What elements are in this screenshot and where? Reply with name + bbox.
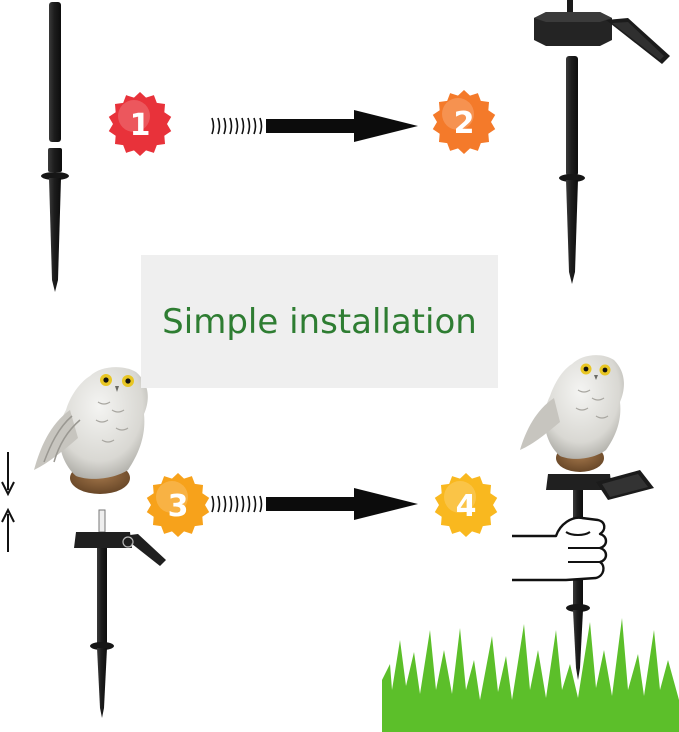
owl-eyes xyxy=(580,363,611,376)
arrow-down-icon xyxy=(1,452,15,497)
stake-spike xyxy=(49,178,61,292)
owl-eyes xyxy=(100,374,134,387)
owl-body xyxy=(544,355,624,459)
top-post xyxy=(567,0,573,14)
stake-spike xyxy=(573,610,583,680)
stake-head xyxy=(74,532,132,548)
speed-lines xyxy=(211,117,263,135)
step1-stake-parts xyxy=(41,2,69,292)
step-number: 1 xyxy=(130,108,151,143)
solar-arm xyxy=(122,534,166,566)
badge-seal xyxy=(434,473,498,537)
owl-wing xyxy=(34,410,78,470)
step-2-badge: 2 xyxy=(432,90,496,154)
grass xyxy=(382,618,679,732)
step-4-badge: 4 xyxy=(434,473,498,537)
stake-collar xyxy=(41,172,69,180)
badge-seal xyxy=(108,92,172,156)
step3-owl-figurine xyxy=(34,367,148,494)
step-number: 3 xyxy=(168,489,189,524)
step-number: 2 xyxy=(454,106,475,141)
stake-collar xyxy=(90,642,114,650)
step2-solar-light xyxy=(534,0,670,284)
step3-stake-with-head xyxy=(74,509,166,718)
badge-highlight xyxy=(442,98,474,130)
arrow-up-icon xyxy=(1,507,15,552)
page-title: Simple installation xyxy=(162,301,477,342)
badge-highlight xyxy=(118,100,150,132)
stake-upper-tube xyxy=(49,2,61,142)
arrow-3-to-4 xyxy=(211,488,418,520)
badge-highlight xyxy=(444,481,476,513)
pin xyxy=(98,509,106,533)
arrow-1-to-2 xyxy=(211,110,418,142)
stake-collar xyxy=(566,604,590,612)
right-arrow-icon xyxy=(266,488,418,520)
step-number: 4 xyxy=(456,489,477,524)
badge-seal xyxy=(146,473,210,537)
owl-wing xyxy=(520,398,560,450)
stake-spike xyxy=(566,180,578,284)
speed-lines xyxy=(211,495,263,513)
hand-icon xyxy=(512,516,608,582)
stake-collar xyxy=(559,174,585,182)
stake-spike xyxy=(97,648,107,718)
right-arrow-icon xyxy=(266,110,418,142)
stake-upper-tube xyxy=(566,56,578,176)
stake-tube xyxy=(97,548,107,644)
title-box: Simple installation xyxy=(141,255,498,388)
badge-seal xyxy=(432,90,496,154)
step-1-badge: 1 xyxy=(108,92,172,156)
stake-connector xyxy=(48,148,62,172)
light-head-top xyxy=(534,12,612,22)
badge-highlight xyxy=(156,481,188,513)
light-head xyxy=(546,474,612,490)
step-3-badge: 3 xyxy=(146,473,210,537)
owl-body xyxy=(59,367,148,479)
